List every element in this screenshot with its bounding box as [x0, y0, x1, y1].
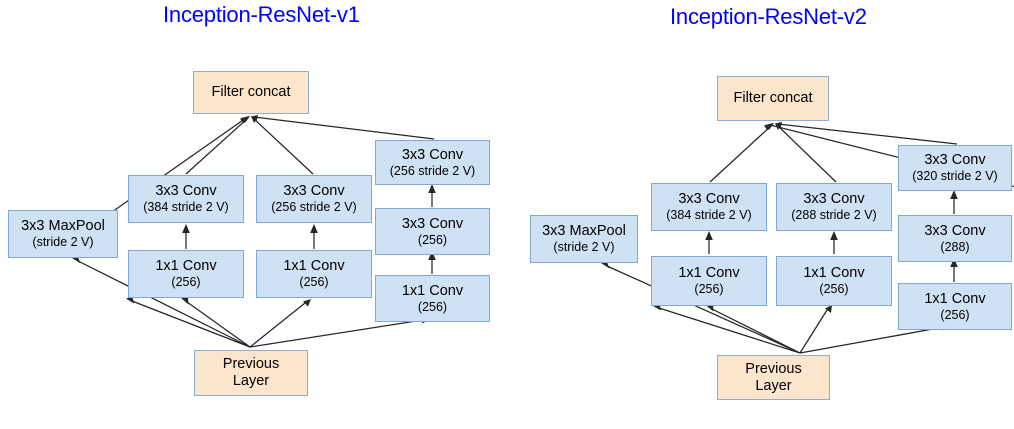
node-sublabel: (256) [417, 232, 448, 247]
node-sublabel: (256) [694, 282, 724, 296]
edge-rightbranch-to-concat [777, 123, 958, 145]
node-label: 3x3 Conv [803, 191, 865, 207]
node-conv3x3-256-stride2-col4[interactable]: 3x3 Conv (256 stride 2 V) [375, 140, 490, 185]
arrowhead [705, 231, 713, 240]
node-conv3x3-256-stride2[interactable]: 3x3 Conv (256 stride 2 V) [256, 175, 372, 223]
node-filter-concat[interactable]: Filter concat [193, 71, 309, 114]
arrowhead [303, 299, 311, 307]
node-sublabel: (256 stride 2 V) [271, 200, 357, 214]
node-label: 3x3 Conv [155, 183, 217, 199]
node-sublabel: (256 stride 2 V) [389, 163, 476, 178]
node-conv1x1-256-col2[interactable]: 1x1 Conv (256) [651, 256, 767, 306]
node-label: Previous [745, 360, 802, 377]
edge-conv288-to-concat [776, 124, 837, 183]
node-previous-layer[interactable]: Previous Layer [194, 350, 308, 396]
edge-previous-to-col2a [658, 307, 801, 354]
arrowhead [830, 231, 838, 240]
node-label: 3x3 MaxPool [21, 218, 105, 234]
node-sublabel: (256) [171, 275, 201, 289]
node-sublabel: (320 stride 2 V) [912, 169, 998, 183]
diagram-inception-resnet-v2: Inception-ResNet-v2 Filter c [507, 0, 1014, 429]
edge-previous-to-col2a [131, 300, 251, 348]
node-label: Previous [222, 356, 280, 372]
node-sublabel: Layer [232, 373, 270, 389]
edge-previous-to-col3 [249, 302, 306, 348]
diagram-inception-resnet-v1: Inception-ResNet-v1 [8, 2, 490, 396]
node-sublabel: Layer [755, 377, 792, 394]
arrowhead [310, 224, 318, 233]
edge-conv256-to-concat [252, 117, 314, 175]
edge-previous-to-col2b [186, 301, 251, 348]
node-previous-layer[interactable]: Previous Layer [717, 355, 830, 400]
arrowhead [765, 123, 774, 130]
node-conv1x1-256-col4[interactable]: 1x1 Conv (256) [898, 283, 1012, 330]
edge-previous-to-col4 [799, 326, 945, 354]
arrowhead [240, 116, 249, 124]
node-maxpool[interactable]: 3x3 MaxPool (stride 2 V) [8, 210, 118, 258]
arrowhead [182, 224, 190, 233]
node-label: 3x3 Conv [924, 222, 986, 239]
node-label: 3x3 Conv [678, 191, 740, 207]
node-label: 3x3 Conv [924, 152, 986, 168]
arrowhead [251, 115, 258, 122]
node-label: Filter concat [211, 84, 291, 100]
node-conv1x1-256-col2[interactable]: 1x1 Conv (256) [128, 250, 244, 298]
node-label: 3x3 MaxPool [542, 223, 626, 239]
node-label: 1x1 Conv [803, 265, 865, 281]
arrowhead [181, 297, 189, 305]
node-label: 3x3 Conv [401, 215, 464, 232]
node-conv3x3-384[interactable]: 3x3 Conv (384 stride 2 V) [128, 175, 244, 223]
node-label: 3x3 Conv [283, 183, 345, 199]
arrowhead [775, 123, 782, 130]
edge-rightbranch-to-concat [253, 116, 435, 140]
edge-conv384-to-concat [709, 124, 773, 183]
arrowhead [825, 305, 832, 313]
node-label: 1x1 Conv [924, 290, 986, 307]
edge-previous-to-col4 [249, 319, 424, 348]
node-maxpool[interactable]: 3x3 MaxPool (stride 2 V) [530, 215, 638, 263]
node-sublabel: (256) [819, 282, 849, 296]
arrowhead [251, 116, 258, 123]
arrowhead [241, 116, 250, 123]
node-label: 1x1 Conv [678, 265, 740, 281]
node-conv3x3-256-col4[interactable]: 3x3 Conv (256) [375, 208, 490, 255]
arrowhead [764, 123, 773, 131]
node-sublabel: (384 stride 2 V) [666, 208, 752, 222]
node-label: 1x1 Conv [401, 282, 464, 299]
node-conv1x1-256-col4[interactable]: 1x1 Conv (256) [375, 275, 490, 322]
node-sublabel: (288) [940, 239, 970, 254]
node-conv1x1-256-col3[interactable]: 1x1 Conv (256) [776, 256, 892, 306]
node-sublabel: (288 stride 2 V) [791, 208, 877, 222]
node-label: 3x3 Conv [401, 146, 464, 163]
node-sublabel: (stride 2 V) [32, 235, 94, 249]
edge-previous-to-col3 [799, 309, 828, 354]
node-sublabel: (256) [299, 275, 329, 289]
edge-previous-to-col2b [711, 308, 801, 354]
node-sublabel: (256) [940, 307, 970, 322]
arrowhead [775, 122, 782, 129]
node-conv3x3-288-col4[interactable]: 3x3 Conv (288) [898, 215, 1012, 262]
node-conv1x1-256-col3[interactable]: 1x1 Conv (256) [256, 250, 372, 298]
arrowhead [428, 184, 436, 193]
node-filter-concat[interactable]: Filter concat [717, 76, 829, 121]
node-sublabel: (384 stride 2 V) [143, 200, 229, 214]
node-conv3x3-384[interactable]: 3x3 Conv (384 stride 2 V) [651, 183, 767, 231]
edge-conv384-to-concat [185, 117, 249, 175]
arrowhead [950, 190, 958, 199]
node-conv3x3-320-stride2-col4[interactable]: 3x3 Conv (320 stride 2 V) [898, 145, 1012, 191]
node-sublabel: (256) [417, 299, 448, 314]
node-label: 1x1 Conv [283, 258, 345, 274]
node-conv3x3-288-stride2[interactable]: 3x3 Conv (288 stride 2 V) [776, 183, 892, 231]
node-label: 1x1 Conv [155, 258, 217, 274]
node-label: Filter concat [733, 90, 813, 106]
diagram-title-v2: Inception-ResNet-v2 [670, 4, 867, 29]
diagram-title-v1: Inception-ResNet-v1 [163, 2, 360, 27]
node-sublabel: (stride 2 V) [553, 240, 615, 254]
